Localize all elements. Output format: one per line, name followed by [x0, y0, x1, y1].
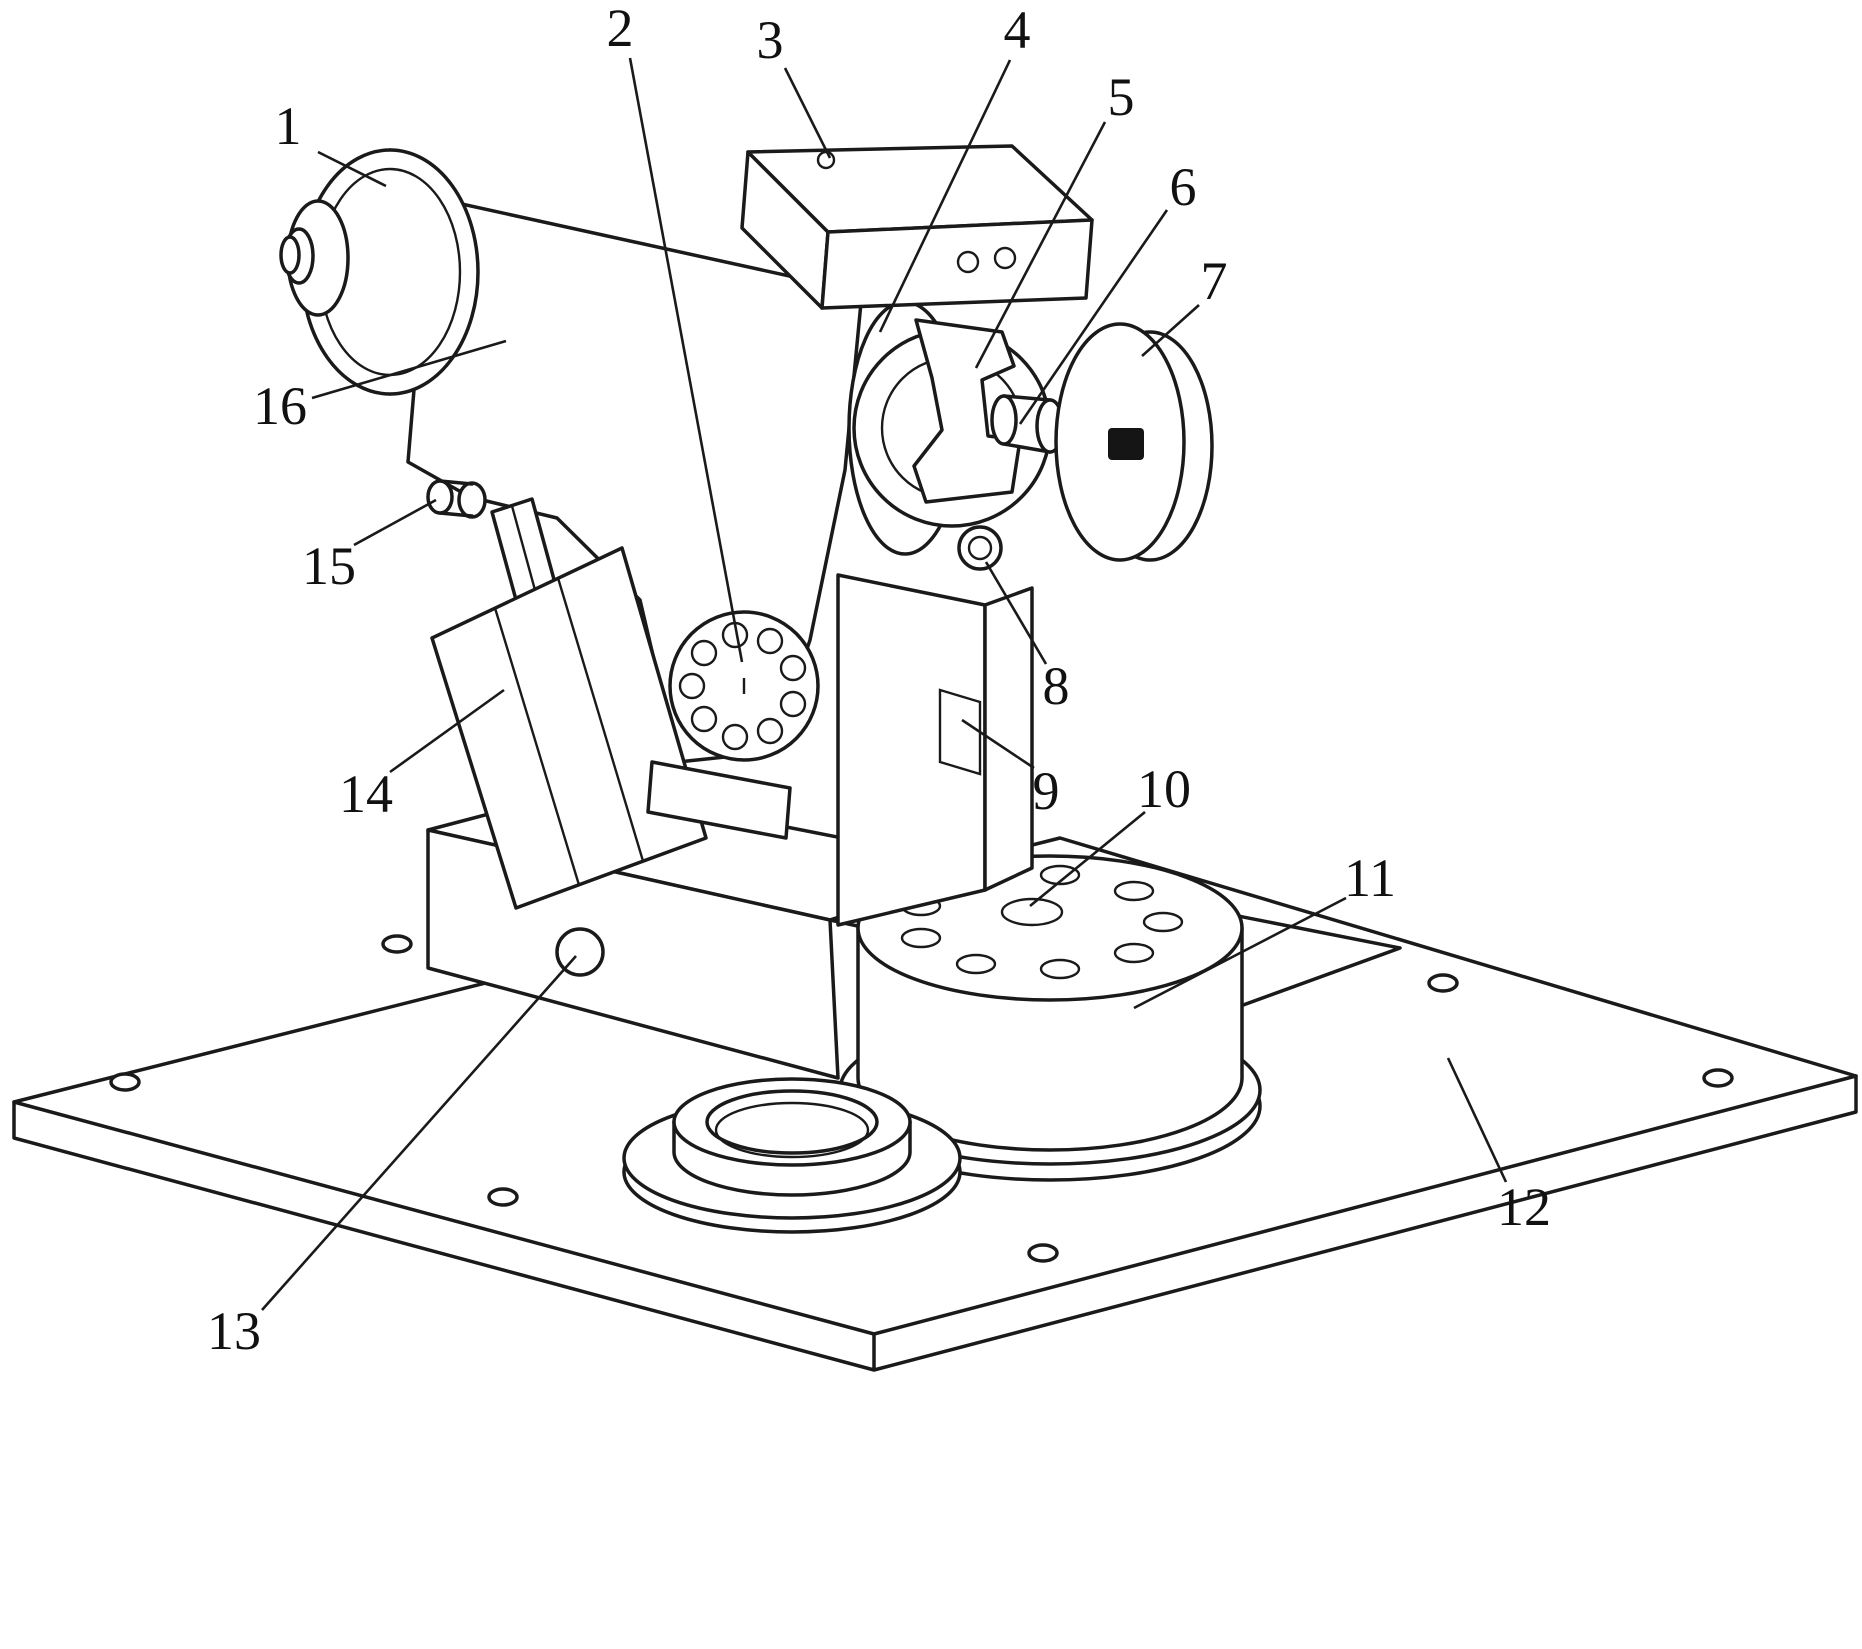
- ring-inner-depth: [714, 1101, 870, 1159]
- base-plate-holes: [109, 934, 1734, 1263]
- part-label-12: 12: [1497, 1177, 1551, 1237]
- leader-line-13: [261, 955, 577, 1311]
- support-column: [836, 573, 1034, 927]
- clamp-claw: [912, 318, 1022, 504]
- boss-outer: [957, 525, 1003, 571]
- leader-line-5: [974, 121, 1107, 369]
- leader-line-6: [1018, 209, 1169, 425]
- ring-inner-hole: [705, 1089, 879, 1155]
- base-plate-thickness: [12, 1074, 1858, 1372]
- top-box-hole-1: [956, 250, 980, 274]
- column-notch: [938, 688, 982, 776]
- leader-line-7: [1141, 304, 1200, 357]
- top-box-hole-2: [993, 246, 1017, 270]
- needle-assembly: [426, 479, 708, 910]
- leader-line-8: [984, 561, 1048, 665]
- handwheel-hub: [1108, 428, 1144, 460]
- part-label-1: 1: [275, 96, 302, 156]
- knob-inner: [457, 481, 487, 519]
- part-label-5: 5: [1108, 67, 1135, 127]
- column-side-face: [983, 586, 1034, 892]
- part-label-6: 6: [1170, 157, 1197, 217]
- head-mechanism: [847, 300, 1065, 571]
- shaft-left-end: [990, 394, 1018, 446]
- ring-collar: [622, 1077, 962, 1234]
- leader-line-16: [311, 339, 507, 400]
- perforated-wheel: [668, 610, 820, 762]
- leader-line-3: [783, 67, 832, 159]
- leader-line-2: [628, 57, 744, 663]
- handwheel: [1054, 322, 1214, 562]
- leader-line-15: [353, 498, 437, 547]
- leader-line-9: [961, 718, 1035, 770]
- needle-slab-lines: [493, 577, 645, 886]
- motor-cylinder: [279, 148, 480, 396]
- part-label-9: 9: [1033, 761, 1060, 821]
- fork-base-block: [646, 760, 792, 840]
- leader-line-4: [878, 59, 1012, 333]
- boss-inner: [967, 535, 993, 561]
- part-label-14: 14: [339, 764, 393, 824]
- leader-line-1: [317, 150, 387, 188]
- top-box: [740, 144, 1094, 310]
- column-front-face: [836, 573, 987, 927]
- leader-line-10: [1029, 810, 1146, 908]
- part-label-13: 13: [207, 1301, 261, 1361]
- part-label-16: 16: [253, 376, 307, 436]
- motor-shaft-tip: [279, 235, 301, 275]
- knob-cap: [426, 479, 454, 515]
- leader-line-11: [1133, 896, 1347, 1010]
- part-label-2: 2: [607, 0, 634, 58]
- part-label-11: 11: [1344, 848, 1396, 908]
- part-label-3: 3: [757, 10, 784, 70]
- part-label-8: 8: [1043, 656, 1070, 716]
- wheel-holes: [678, 621, 807, 751]
- leader-line-14: [389, 688, 505, 774]
- part-label-4: 4: [1004, 0, 1031, 60]
- part-label-10: 10: [1137, 759, 1191, 819]
- leader-line-12: [1446, 1057, 1508, 1183]
- part-label-7: 7: [1201, 251, 1228, 311]
- part-label-15: 15: [302, 536, 356, 596]
